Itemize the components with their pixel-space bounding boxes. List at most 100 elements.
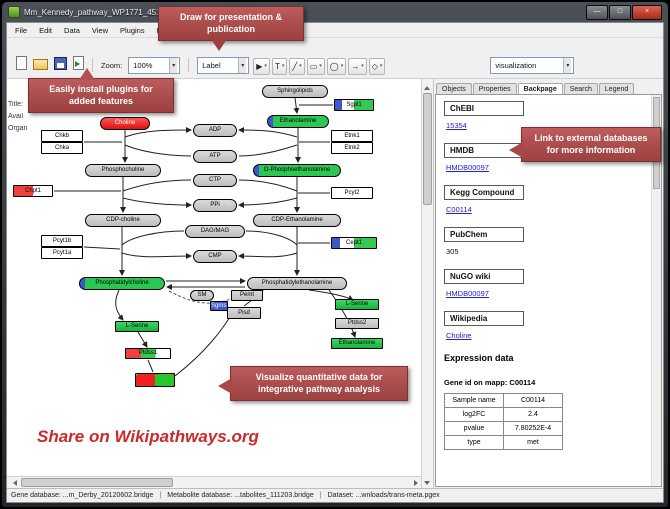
- pathway-edge[interactable]: [122, 179, 192, 192]
- node-choline[interactable]: Choline: [100, 117, 150, 130]
- node-l-serine-right[interactable]: L-Serine: [335, 299, 379, 310]
- selection-handle[interactable]: [154, 386, 159, 387]
- rectangle-tool[interactable]: ▭▾: [306, 57, 325, 75]
- scroll-down-icon[interactable]: [422, 477, 433, 488]
- node-cdp-choline[interactable]: CDP-choline: [85, 214, 161, 227]
- new-file-icon[interactable]: [16, 55, 27, 70]
- horizontal-scrollbar[interactable]: [7, 476, 421, 488]
- tab-search[interactable]: Search: [563, 83, 598, 94]
- node-l-serine-left[interactable]: L-Serine: [115, 321, 159, 332]
- node-etnk2[interactable]: Etnk2: [331, 142, 373, 154]
- save-icon[interactable]: [54, 56, 67, 70]
- node-pcyt2[interactable]: Pcyt2: [331, 187, 373, 199]
- maximize-button[interactable]: □: [609, 4, 631, 20]
- selection-tool[interactable]: ▶▾: [253, 57, 270, 75]
- close-button[interactable]: ×: [632, 4, 662, 20]
- node-atp[interactable]: ATP: [193, 150, 237, 163]
- node-ppi[interactable]: PPi: [193, 199, 237, 212]
- pathway-edge[interactable]: [328, 289, 357, 338]
- pathway-edge[interactable]: [245, 230, 298, 246]
- minimize-button[interactable]: —: [586, 4, 608, 20]
- menu-view[interactable]: View: [91, 25, 108, 35]
- pathway-edge[interactable]: [121, 230, 185, 246]
- template-tool[interactable]: ◇▾: [368, 57, 386, 75]
- node-ptdss1[interactable]: Ptdss1: [125, 348, 171, 359]
- pathway-edge[interactable]: [293, 97, 300, 114]
- node-cept1[interactable]: Cept1: [331, 237, 377, 249]
- scroll-up-icon[interactable]: [422, 79, 433, 90]
- pathway-edge[interactable]: [238, 179, 298, 192]
- zoom-select[interactable]: 100% ▾: [128, 56, 181, 74]
- pathway-edge[interactable]: [238, 144, 298, 157]
- node-adp[interactable]: ADP: [193, 124, 237, 137]
- text-label-tool[interactable]: T▾: [271, 57, 288, 75]
- node-pisd[interactable]: Pisd: [227, 307, 261, 319]
- visualization-select[interactable]: visualization ▾: [490, 56, 575, 74]
- node-phosphatidylethanolamine[interactable]: Phosphatidylethanolamine: [247, 277, 347, 290]
- node-ethanolamine-bottom[interactable]: Ethanolamine: [331, 338, 383, 349]
- title-bar[interactable]: Mm_Kennedy_pathway_WP1771_45176.gp... — …: [2, 2, 668, 22]
- backpage-value-hmdb[interactable]: HMDB00097: [446, 163, 489, 172]
- pathway-edge[interactable]: [121, 252, 192, 260]
- pathway-edge[interactable]: [147, 359, 154, 373]
- pathway-edge[interactable]: [137, 331, 148, 348]
- node-pcyt1a[interactable]: Pcyt1a: [41, 247, 83, 259]
- oval-tool[interactable]: ◯▾: [326, 57, 347, 75]
- node-cmp[interactable]: CMP: [193, 250, 237, 263]
- import-icon[interactable]: [73, 55, 84, 70]
- node-chkb[interactable]: Chkb: [41, 130, 83, 142]
- menu-edit[interactable]: Edit: [39, 25, 53, 35]
- selection-handle[interactable]: [173, 374, 174, 376]
- node-chka[interactable]: Chka: [41, 142, 83, 154]
- node-etnk1[interactable]: Etnk1: [331, 130, 373, 142]
- node-pcyt1b[interactable]: Pcyt1b: [41, 235, 83, 247]
- node-ctp[interactable]: CTP: [193, 174, 237, 187]
- horizontal-scroll-thumb[interactable]: [21, 478, 173, 487]
- selection-handle[interactable]: [173, 385, 174, 386]
- node-cdp-ethanolamine[interactable]: CDP-Ethanolamine: [253, 214, 341, 227]
- label-tool-select[interactable]: Label ▾: [197, 56, 250, 74]
- pathway-edge[interactable]: [124, 144, 192, 157]
- pathway-edge[interactable]: [174, 308, 236, 377]
- vertical-scroll-thumb[interactable]: [423, 93, 432, 205]
- pathway-edge[interactable]: [122, 197, 192, 208]
- tab-backpage[interactable]: Backpage: [517, 83, 563, 94]
- arrow-tool[interactable]: →▾: [348, 57, 367, 75]
- node-sgms1[interactable]: Sgms1: [210, 301, 228, 311]
- menu-plugins[interactable]: Plugins: [120, 25, 145, 35]
- pathway-edge[interactable]: [238, 197, 298, 208]
- node-o-phosphoethanolamine[interactable]: O-Phosphoethanolamine: [253, 164, 341, 177]
- menu-data[interactable]: Data: [64, 25, 80, 35]
- pathway-edge[interactable]: [115, 289, 124, 321]
- node-dag-mag[interactable]: DAG/MAG: [185, 225, 245, 238]
- backpage-value-kegg-compound[interactable]: C00114: [446, 205, 472, 214]
- menu-file[interactable]: File: [15, 25, 28, 35]
- node-data-node[interactable]: [135, 373, 175, 387]
- tab-legend[interactable]: Legend: [598, 83, 635, 94]
- node-sgpl1[interactable]: Sgpl1: [334, 99, 374, 111]
- node-ptdss2[interactable]: Ptdss2: [335, 318, 379, 329]
- selection-handle[interactable]: [154, 374, 159, 375]
- node-chpt1[interactable]: Chpt1: [13, 185, 53, 197]
- node-ethanolamine-top[interactable]: Ethanolamine: [267, 115, 329, 128]
- open-file-icon[interactable]: [33, 58, 48, 70]
- scroll-left-icon[interactable]: [7, 477, 18, 488]
- selection-handle[interactable]: [136, 374, 138, 376]
- backpage-value-chebi[interactable]: 15354: [446, 121, 467, 130]
- pathway-edge[interactable]: [238, 252, 298, 260]
- tab-objects[interactable]: Objects: [436, 83, 472, 94]
- line-tool[interactable]: ╱▾: [289, 57, 305, 75]
- pathway-edge[interactable]: [83, 246, 121, 250]
- node-phosphatidylcholine[interactable]: Phosphatidylcholine: [79, 277, 165, 290]
- selection-handle[interactable]: [136, 385, 138, 386]
- vertical-scrollbar[interactable]: [421, 79, 433, 488]
- backpage-value-wikipedia[interactable]: Choline: [446, 331, 472, 340]
- pathway-edge[interactable]: [124, 127, 192, 138]
- node-sphingolipids[interactable]: Sphingolipids: [262, 85, 328, 98]
- node-phosphocholine[interactable]: Phosphocholine: [85, 164, 161, 177]
- node-sm[interactable]: SM: [190, 290, 214, 301]
- tab-properties[interactable]: Properties: [472, 83, 517, 94]
- scroll-right-icon[interactable]: [410, 477, 421, 488]
- node-pemt[interactable]: Pemt: [231, 290, 263, 301]
